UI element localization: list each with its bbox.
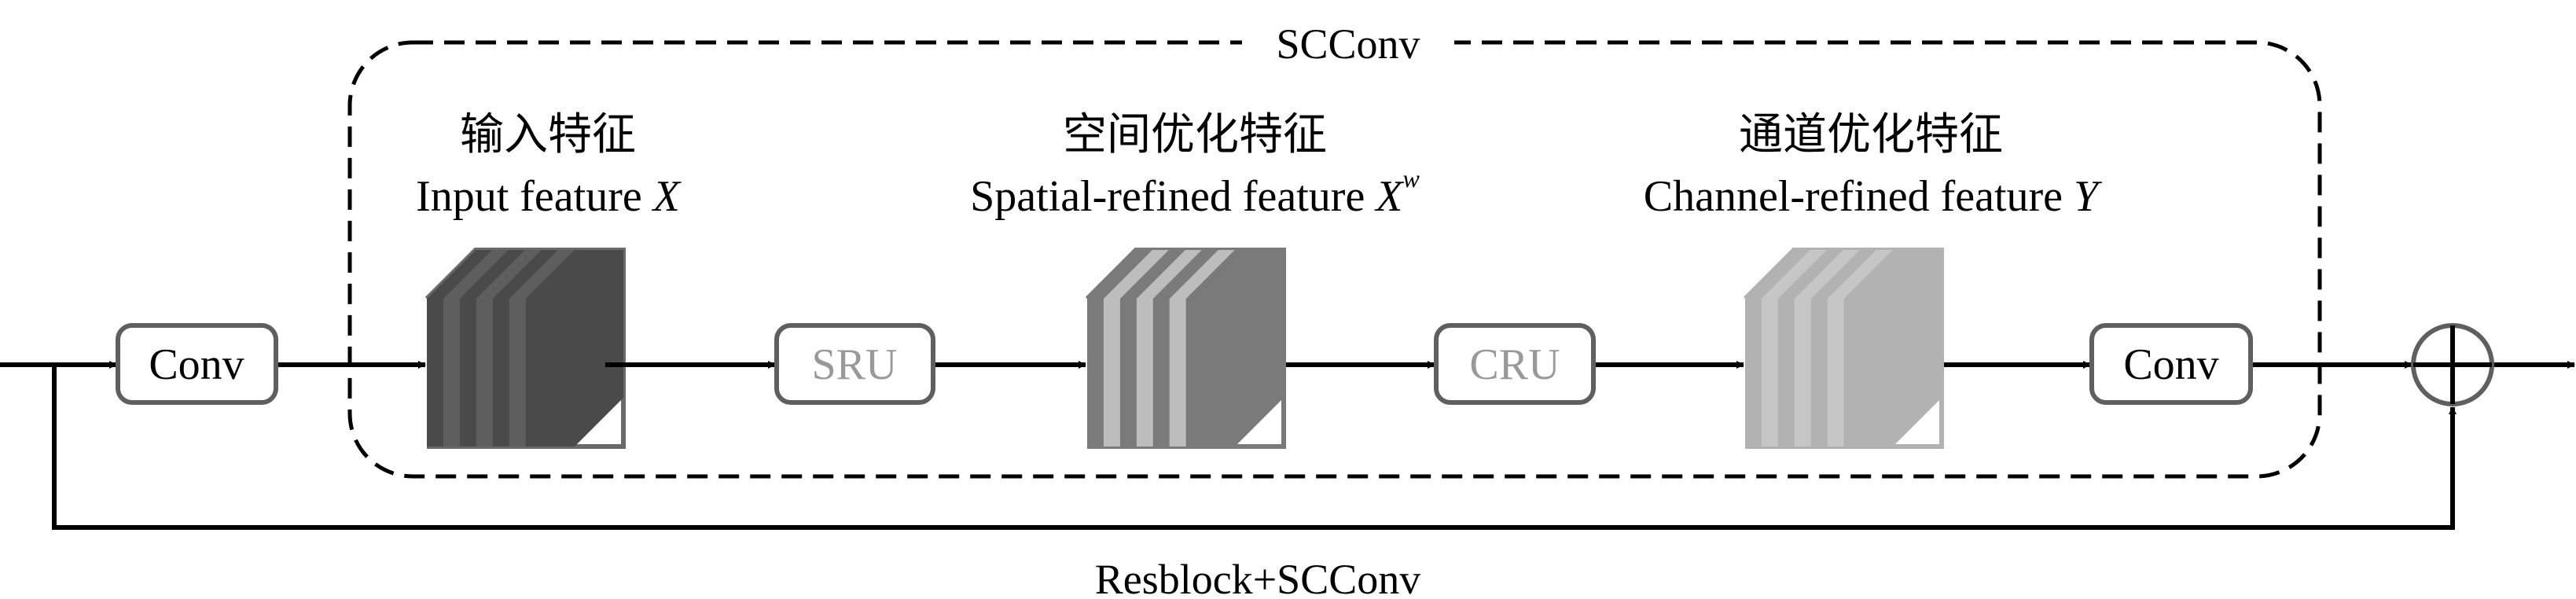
skip-connection (52, 365, 2457, 530)
input-feature-cube (424, 248, 626, 449)
conv-out-box[interactable] (2089, 323, 2253, 405)
feature-slice (525, 250, 623, 446)
channel-refined-feature-cube (1743, 248, 1944, 449)
container-label-bg (1242, 16, 1454, 71)
cru-label: CRU (1469, 340, 1560, 389)
conv-in-label: Conv (149, 340, 244, 389)
feature-title-en: Input feature X (416, 172, 682, 221)
feature-title-channel: 通道优化特征 Channel-refined feature Y (1644, 111, 2103, 221)
conv-in-block[interactable]: Conv (116, 323, 278, 405)
cru-box[interactable] (1434, 323, 1596, 405)
feature-slice (1185, 250, 1284, 446)
conv-in-box[interactable] (116, 323, 278, 405)
conv-out-block[interactable]: Conv (2089, 323, 2253, 405)
scconv-container (347, 40, 2322, 479)
feature-title-cn: 通道优化特征 (1739, 111, 2003, 160)
cru-block[interactable]: CRU (1434, 323, 1596, 405)
conv-out-label: Conv (2123, 340, 2218, 389)
feature-title-en: Channel-refined feature Y (1644, 172, 2103, 221)
sum-node (2411, 323, 2494, 406)
sru-block[interactable]: SRU (774, 323, 935, 405)
main-flow (0, 361, 2575, 530)
feature-title-en: Spatial-refined feature Xw (970, 164, 1420, 221)
bottom-caption: Resblock+SCConv (1095, 556, 1421, 599)
feature-title-input: 输入特征 Input feature X (416, 111, 682, 221)
container-label: SCConv (1276, 20, 1420, 68)
sru-label: SRU (812, 340, 898, 389)
spatial-refined-feature-cube (1085, 248, 1286, 449)
feature-title-cn: 空间优化特征 (1063, 111, 1327, 160)
feature-title-spatial: 空间优化特征 Spatial-refined feature Xw (970, 111, 1420, 221)
sru-box[interactable] (774, 323, 935, 405)
feature-title-cn: 输入特征 (460, 111, 636, 160)
feature-slice (1843, 250, 1942, 446)
